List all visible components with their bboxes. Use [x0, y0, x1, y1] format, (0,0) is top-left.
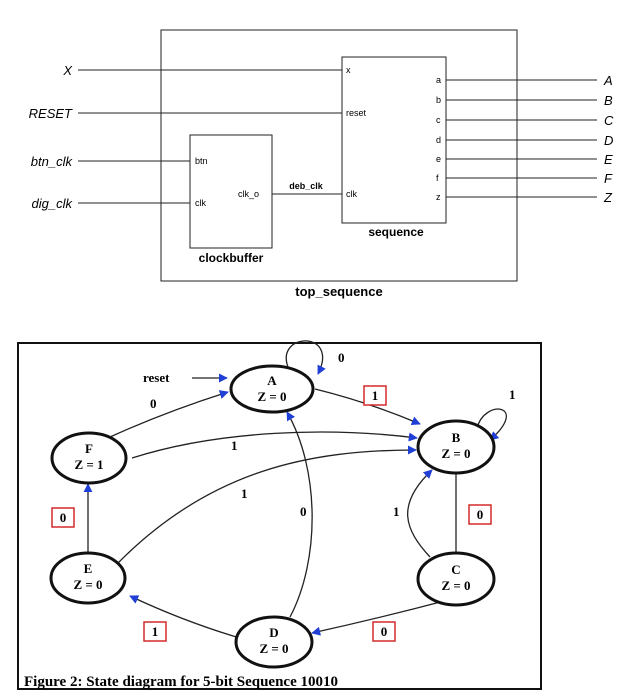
sequence-port-x: x [346, 65, 351, 75]
clockbuffer-port-btn: btn [195, 156, 208, 166]
label-B-C: 0 [477, 507, 484, 522]
label-F-A: 0 [150, 396, 157, 411]
signal-deb-clk-label: deb_clk [289, 181, 324, 191]
output-label-d: D [604, 133, 613, 148]
label-box-A-B: 1 [363, 385, 387, 406]
label-F-B: 1 [231, 438, 238, 453]
edge-F-A [109, 390, 229, 438]
edge-E-B [117, 445, 417, 564]
label-B-B: 1 [509, 387, 516, 402]
output-label-a: A [603, 73, 613, 88]
input-label-x: X [62, 63, 73, 78]
state-B-name: B [452, 430, 461, 445]
sequence-port-clk: clk [346, 189, 357, 199]
edge-A-A [285, 340, 326, 375]
state-C-output: Z = 0 [441, 578, 470, 593]
clockbuffer-port-clk: clk [195, 198, 206, 208]
input-label-btn-clk: btn_clk [31, 154, 74, 169]
state-F: F Z = 1 [50, 431, 128, 485]
label-E-F: 0 [60, 510, 67, 525]
label-A-B: 1 [372, 388, 379, 403]
label-D-A: 0 [300, 504, 307, 519]
state-D-name: D [269, 625, 278, 640]
sequence-port-e: e [436, 154, 441, 164]
edge-F-B [131, 431, 418, 459]
label-A-A: 0 [338, 350, 345, 365]
state-C-name: C [451, 562, 460, 577]
state-D-output: Z = 0 [259, 641, 288, 656]
state-E-output: Z = 0 [73, 577, 102, 592]
label-box-B-C: 0 [468, 504, 492, 525]
edge-D-E [129, 595, 244, 640]
state-F-output: Z = 1 [74, 457, 103, 472]
state-B-output: Z = 0 [441, 446, 470, 461]
sequence-port-b: b [436, 95, 441, 105]
edge-B-B [476, 408, 507, 441]
sequence-port-z: z [436, 192, 441, 202]
block-diagram: top_sequence clockbuffer btn clk clk_o s… [29, 29, 614, 299]
output-label-z: Z [603, 190, 613, 205]
reset-label: reset [143, 370, 170, 385]
sequence-port-a: a [436, 75, 441, 85]
state-F-name: F [85, 441, 93, 456]
label-E-B: 1 [241, 486, 248, 501]
label-C-B: 1 [393, 504, 400, 519]
sequence-port-reset: reset [346, 108, 367, 118]
sequence-box [341, 56, 447, 224]
output-label-c: C [604, 113, 614, 128]
state-A-name: A [267, 373, 277, 388]
input-label-dig-clk: dig_clk [32, 196, 74, 211]
sequence-port-f: f [436, 173, 439, 183]
sequence-label: sequence [368, 225, 424, 239]
edge-C-B [407, 469, 433, 558]
top-sequence-box [160, 29, 518, 282]
output-label-f: F [604, 171, 613, 186]
state-A-output: Z = 0 [257, 389, 286, 404]
label-box-E-F: 0 [51, 507, 75, 528]
state-B: B Z = 0 [416, 419, 496, 475]
label-box-D-E: 1 [143, 621, 167, 642]
output-label-e: E [604, 152, 613, 167]
label-D-E: 1 [152, 624, 159, 639]
clockbuffer-box [189, 134, 273, 249]
sequence-port-d: d [436, 135, 441, 145]
edge-C-D [311, 599, 449, 636]
figure-caption: Figure 2: State diagram for 5-bit Sequen… [24, 674, 338, 690]
state-C: C Z = 0 [416, 551, 496, 607]
clockbuffer-label: clockbuffer [199, 251, 264, 265]
sequence-port-c: c [436, 115, 441, 125]
state-A: A Z = 0 [229, 364, 315, 414]
state-E: E Z = 0 [49, 551, 127, 605]
state-diagram: A Z = 0 B Z = 0 C Z = 0 D Z = 0 E Z = 0 … [17, 340, 542, 690]
output-label-b: B [604, 93, 613, 108]
top-sequence-label: top_sequence [295, 284, 382, 299]
label-box-C-D: 0 [372, 621, 396, 642]
clockbuffer-port-clk-o: clk_o [238, 189, 259, 199]
input-label-reset: RESET [29, 106, 73, 121]
state-D: D Z = 0 [234, 615, 314, 669]
state-E-name: E [84, 561, 93, 576]
edge-D-A [286, 411, 313, 618]
label-C-D: 0 [381, 624, 388, 639]
